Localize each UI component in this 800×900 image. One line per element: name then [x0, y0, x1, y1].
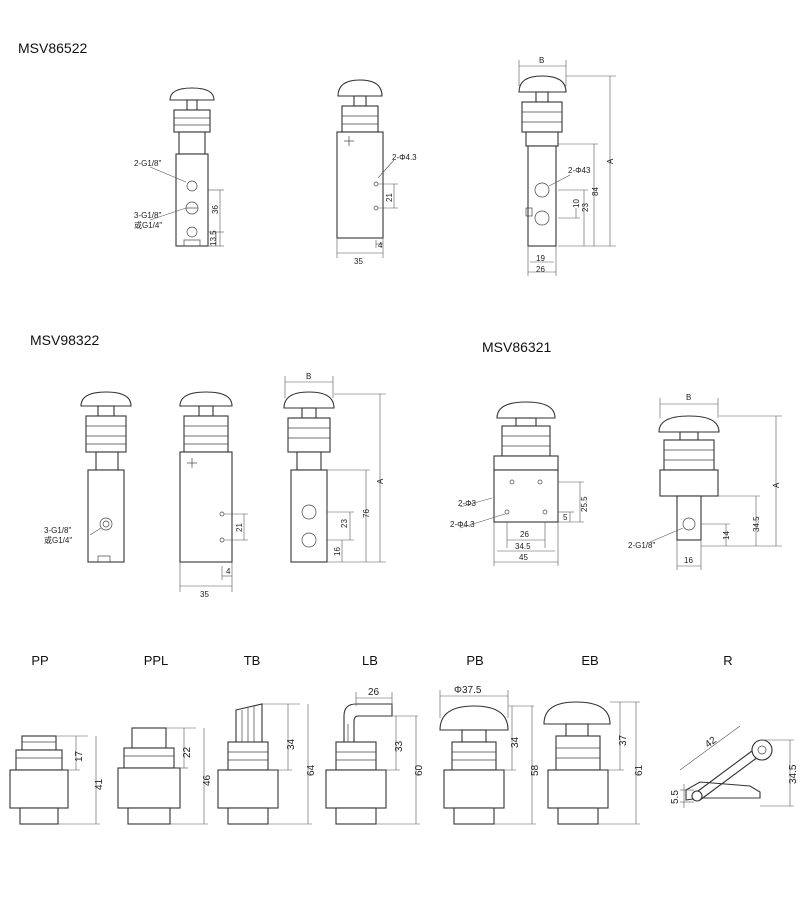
dim-86321-45: 45: [519, 553, 528, 562]
model-title-msv86321: MSV86321: [482, 339, 552, 355]
dim-r-34-5: 34.5: [788, 764, 799, 784]
dim-tb-34: 34: [286, 738, 297, 750]
dim-pp-17: 17: [74, 750, 85, 762]
head-eb: [543, 701, 640, 825]
dim-13-5: 13.5: [209, 230, 218, 246]
dim-eb-37: 37: [618, 734, 629, 746]
msv86522-dimension-view: [518, 60, 616, 276]
dim-86321-34-5: 34.5: [752, 516, 761, 532]
dim-lb-26: 26: [368, 687, 380, 698]
variant-title-ppl: PPL: [143, 653, 169, 668]
dim-35: 35: [354, 257, 363, 266]
dim-A: A: [606, 158, 615, 164]
label-msv86321-hole3: 2-Φ3: [458, 499, 476, 508]
label-msv86321-port: 2-G1/8": [628, 541, 655, 550]
dim-36: 36: [211, 205, 220, 214]
dim-19: 19: [536, 254, 545, 263]
dim-98322-23: 23: [340, 519, 349, 528]
dim-86321-14: 14: [722, 531, 731, 540]
dim-84: 84: [591, 187, 600, 196]
msv86522-side-view: [149, 87, 224, 247]
variant-title-lb: LB: [362, 653, 378, 668]
head-ppl: [117, 727, 208, 825]
dim-ppl-22: 22: [182, 746, 193, 758]
msv98322-front-view: [179, 391, 248, 592]
label-port-side2: 2-Φ43: [568, 166, 591, 175]
variant-title-eb: EB: [581, 653, 599, 668]
label-port-front-a: 3-G1/8": [134, 211, 161, 220]
variant-title-tb: TB: [243, 653, 261, 668]
head-r: [679, 725, 794, 808]
dim-10: 10: [572, 199, 581, 208]
dim-86321-5: 5: [563, 513, 568, 522]
dim-86321-A: A: [772, 482, 781, 488]
msv86522-front-view: [336, 79, 398, 258]
dim-lb-33: 33: [394, 740, 405, 752]
msv98322-dimension-view: [283, 376, 386, 563]
dim-tb-64: 64: [306, 764, 317, 776]
head-tb: [217, 703, 312, 825]
model-title-msv98322: MSV98322: [30, 332, 100, 348]
dim-21: 21: [385, 193, 394, 202]
label-hole-43: 2-Φ4.3: [392, 153, 417, 162]
dim-pb-34: 34: [510, 736, 521, 748]
dim-26: 26: [536, 265, 545, 274]
label-msv98322-port-b: 或G1/4": [44, 535, 72, 545]
variant-title-r: R: [723, 653, 733, 668]
head-pp: [9, 735, 100, 825]
dim-r-42: 42: [703, 735, 719, 751]
dim-98322-16: 16: [333, 547, 342, 556]
dim-ppl-46: 46: [202, 774, 213, 786]
msv98322-side-view: [80, 391, 132, 563]
dim-86321-B: B: [686, 393, 691, 402]
dim-98322-A: A: [376, 478, 385, 484]
dim-lb-60: 60: [414, 764, 425, 776]
dim-86321-16: 16: [684, 556, 693, 565]
dim-pb-58: 58: [530, 764, 541, 776]
head-lb: [325, 692, 420, 825]
dim-98322-B: B: [306, 372, 311, 381]
dim-98322-4: 4: [226, 567, 231, 576]
head-pb: [439, 690, 536, 825]
dim-pb-37-5: Φ37.5: [454, 685, 482, 696]
dim-pp-41: 41: [94, 778, 105, 790]
msv86321-side-view: [649, 398, 782, 570]
dim-98322-35: 35: [200, 590, 209, 599]
dim-23: 23: [581, 203, 590, 212]
dim-98322-21: 21: [235, 523, 244, 532]
dim-4: 4: [378, 241, 383, 250]
model-title-msv86522: MSV86522: [18, 40, 88, 56]
dim-B: B: [539, 56, 544, 65]
variant-title-pb: PB: [466, 653, 484, 668]
label-msv98322-port-a: 3-G1/8": [44, 526, 71, 535]
msv86321-front-view: [459, 401, 584, 566]
dim-r-5-5: 5.5: [670, 790, 681, 804]
dim-86321-34-5w: 34.5: [515, 542, 531, 551]
label-port-front-b: 或G1/4": [134, 220, 162, 230]
variant-title-pp: PP: [31, 653, 49, 668]
dim-86321-26: 26: [520, 530, 529, 539]
label-msv86321-hole43: 2-Φ4.3: [450, 520, 475, 529]
label-port-side: 2-G1/8": [134, 159, 161, 168]
dim-86321-25-5: 25.5: [580, 496, 589, 512]
dim-eb-61: 61: [634, 764, 645, 776]
dim-98322-76: 76: [362, 509, 371, 518]
